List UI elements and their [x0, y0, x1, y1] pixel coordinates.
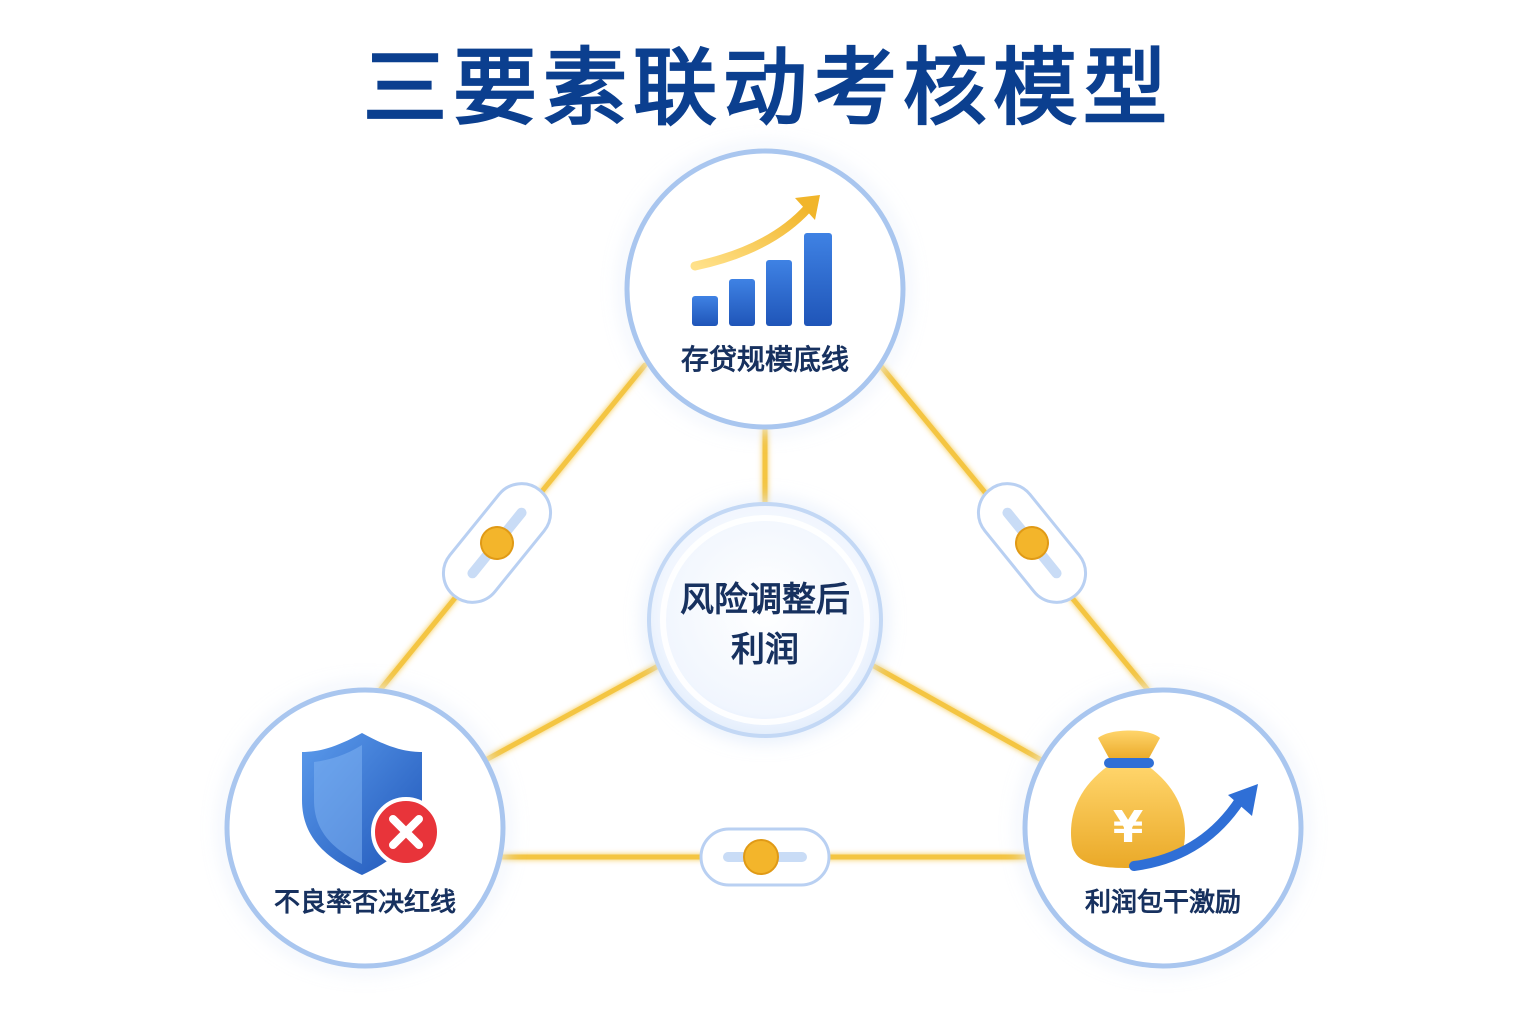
node-center-line2: 利润 — [731, 630, 799, 670]
slider-knob-left[interactable] — [432, 472, 563, 614]
node-center: 风险调整后 利润 — [647, 502, 883, 738]
connector-center-left — [479, 662, 663, 765]
money-bag-yuan-icon: ¥ — [1070, 730, 1258, 871]
node-left-label: 不良率否决红线 — [274, 887, 456, 918]
node-left: 不良率否决红线 — [224, 687, 506, 969]
shield-with-x-icon — [302, 733, 441, 875]
node-right: ¥ 利润包干激励 — [1022, 687, 1304, 969]
slider-knob-bottom[interactable] — [699, 827, 831, 887]
node-top: 存贷规模底线 — [624, 148, 906, 430]
svg-text:¥: ¥ — [1113, 802, 1144, 853]
connector-center-right — [869, 662, 1048, 765]
node-center-line1: 风险调整后 — [680, 580, 850, 620]
node-top-label: 存贷规模底线 — [681, 343, 849, 376]
slider-knob-right[interactable] — [967, 472, 1098, 614]
node-right-label: 利润包干激励 — [1085, 887, 1241, 918]
page-title: 三要素联动考核模型 — [362, 39, 1173, 137]
rising-bar-chart-icon — [690, 195, 832, 326]
